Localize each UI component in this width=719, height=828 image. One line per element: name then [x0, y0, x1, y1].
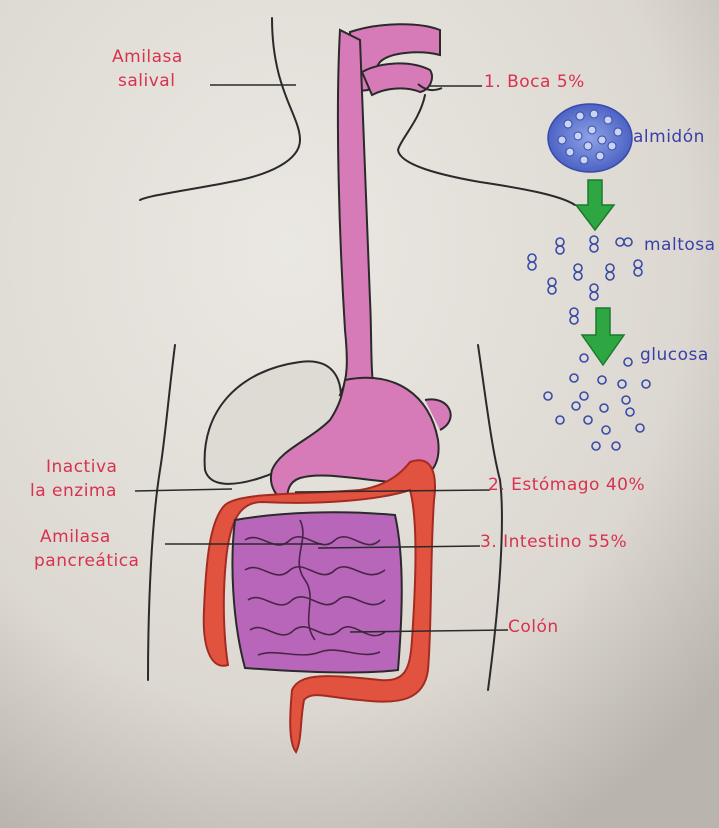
- label-estomago: 2. Estómago 40%: [488, 476, 645, 495]
- label-glucosa: glucosa: [640, 346, 709, 365]
- label-almidon: almidón: [633, 128, 705, 147]
- label-colon: Colón: [508, 618, 559, 637]
- label-inactiva-1: Inactiva: [46, 458, 117, 477]
- label-amilasa-salival-2: salival: [118, 72, 175, 91]
- small-intestine: [232, 512, 401, 672]
- label-amilasa-pancreatica-1: Amilasa: [40, 528, 111, 547]
- label-inactiva-2: la enzima: [30, 482, 117, 501]
- starch-molecule: [548, 104, 632, 172]
- label-maltosa: maltosa: [644, 236, 716, 255]
- label-amilasa-pancreatica-2: pancreática: [34, 552, 139, 571]
- label-intestino: 3. Intestino 55%: [480, 533, 627, 552]
- label-boca: 1. Boca 5%: [484, 73, 585, 92]
- label-amilasa-salival-1: Amilasa: [112, 48, 183, 67]
